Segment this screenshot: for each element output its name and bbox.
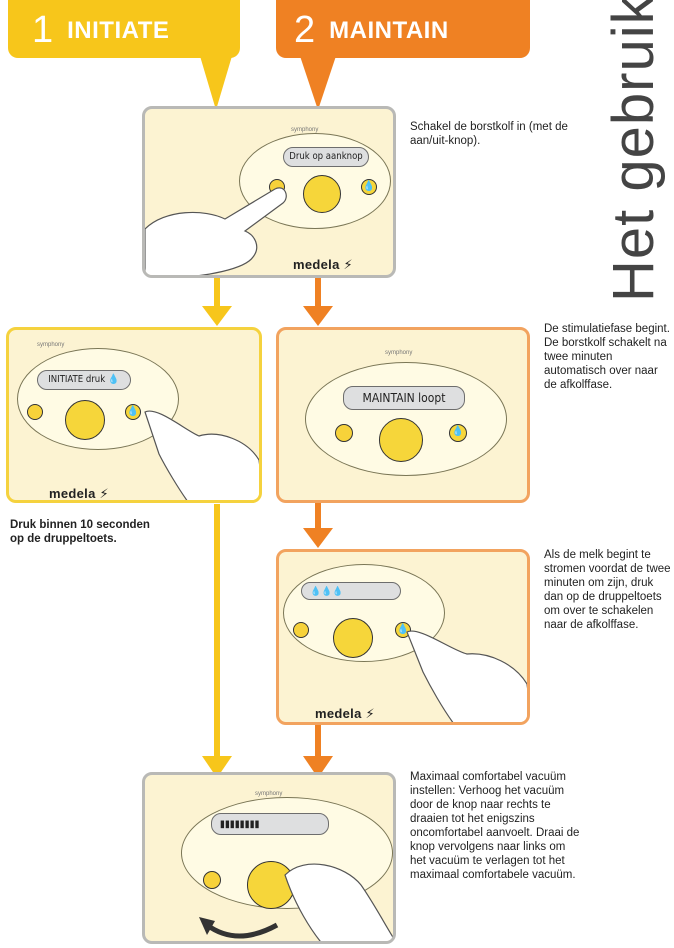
- caption-step-5: Maximaal comfortabel vacuüm instellen: V…: [410, 771, 580, 881]
- yellow-connector-1: [214, 276, 220, 310]
- step-panel-vacuum: symphony ▮▮▮▮▮▮▮▮: [142, 772, 396, 944]
- display-screen: ▮▮▮▮▮▮▮▮: [211, 813, 329, 835]
- display-screen: 💧💧💧: [301, 582, 401, 600]
- vacuum-knob[interactable]: [303, 175, 341, 213]
- yellow-arrowhead-1: [202, 306, 232, 326]
- brand-logo: medela ⚡: [293, 257, 353, 272]
- step-panel-power-on: symphony Druk op aanknop 💧 medela ⚡: [142, 106, 396, 278]
- hand-illustration: [284, 863, 393, 941]
- orange-connector-2: [315, 503, 321, 533]
- maintain-number: 2: [294, 9, 316, 51]
- brand-symphony: symphony: [37, 342, 65, 348]
- caption-step-4: Als de melk begint te stromen voordat de…: [544, 549, 671, 631]
- orange-arrowhead-2: [303, 528, 333, 548]
- initiate-pointer: [200, 56, 232, 110]
- hand-illustration: [406, 630, 527, 722]
- hand-illustration: [144, 410, 259, 500]
- power-button[interactable]: [27, 404, 43, 420]
- hand-illustration: [145, 187, 287, 275]
- initiate-label: INITIATE: [67, 17, 170, 44]
- power-button[interactable]: [335, 424, 353, 442]
- initiate-number: 1: [32, 9, 54, 51]
- brand-symphony: symphony: [255, 791, 283, 797]
- orange-connector-1: [315, 276, 321, 310]
- display-screen: INITIATE druk 💧: [37, 370, 131, 390]
- caption-step-3: De stimulatiefase begint. De borstkolf s…: [544, 323, 670, 391]
- orange-connector-3: [315, 723, 321, 759]
- rotate-arrow-icon: [199, 917, 279, 939]
- droplet-button[interactable]: 💧: [125, 404, 141, 420]
- droplet-button[interactable]: 💧: [361, 179, 377, 195]
- power-button[interactable]: [293, 622, 309, 638]
- display-screen: Druk op aanknop: [283, 147, 369, 167]
- initiate-banner: 1 INITIATE: [8, 0, 240, 58]
- yellow-connector-2: [214, 504, 220, 760]
- brand-logo: medela ⚡: [49, 486, 109, 501]
- vacuum-knob[interactable]: [379, 418, 423, 462]
- brand-logo: medela ⚡: [315, 706, 375, 721]
- orange-arrowhead-1: [303, 306, 333, 326]
- maintain-pointer: [300, 56, 336, 110]
- caption-step-2: Druk binnen 10 seconden op de druppeltoe…: [10, 519, 150, 545]
- step-panel-droplet: 💧💧💧 💧 medela ⚡: [276, 549, 530, 725]
- power-button[interactable]: [203, 871, 221, 889]
- caption-step-1: Schakel de borstkolf in (met de aan/uit-…: [410, 121, 568, 147]
- maintain-banner: 2 MAINTAIN: [276, 0, 530, 58]
- droplet-button[interactable]: 💧: [395, 622, 411, 638]
- brand-symphony: symphony: [385, 350, 413, 356]
- maintain-label: MAINTAIN: [329, 17, 449, 44]
- yellow-arrowhead-2: [202, 756, 232, 778]
- step-panel-initiate: symphony INITIATE druk 💧 💧 medela ⚡: [6, 327, 262, 503]
- vacuum-knob[interactable]: [333, 618, 373, 658]
- brand-symphony: symphony: [291, 127, 319, 133]
- vacuum-knob[interactable]: [247, 861, 295, 909]
- vacuum-knob[interactable]: [65, 400, 105, 440]
- droplet-button[interactable]: 💧: [449, 424, 467, 442]
- display-screen: MAINTAIN loopt: [343, 386, 465, 410]
- orange-arrowhead-3: [303, 756, 333, 778]
- step-panel-maintain: symphony MAINTAIN loopt 💧: [276, 327, 530, 503]
